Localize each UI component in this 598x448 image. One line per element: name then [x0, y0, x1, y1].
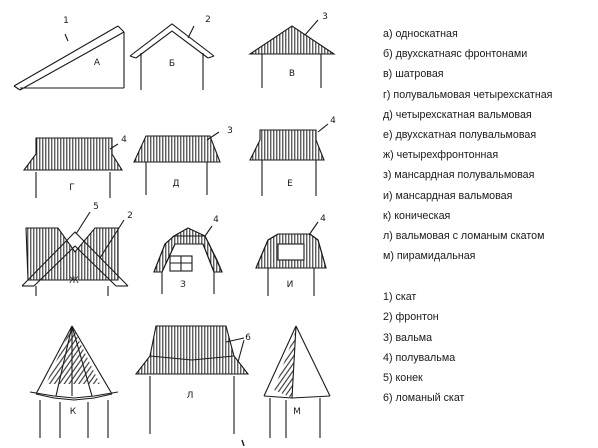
legend-part-3: 3) вальма [383, 331, 433, 344]
legend-type-a: а) односкатная [383, 28, 458, 40]
roof-letter-b: Б [169, 59, 175, 69]
roof-letter-d: Д [172, 179, 179, 189]
callout-z-half-hip: 4 [213, 215, 219, 225]
callout-i-half-hip: 4 [320, 214, 326, 224]
roof-k-conical [29, 325, 119, 438]
roof-letter-a: А [94, 58, 101, 68]
legend-type-g: г) полувальмовая четырехскатная [383, 88, 553, 101]
roof-letter-z: З [180, 280, 186, 290]
callout-zh-ridge: 5 [93, 202, 99, 212]
callout-a-slope: 1 [63, 16, 69, 26]
legend-part-2: 2) фронтон [383, 311, 439, 324]
roof-v-hipped-tent [248, 19, 336, 88]
legend-part-6: 6) ломаный скат [383, 392, 465, 405]
roof-d-hipped-four-slope [133, 131, 221, 195]
legend-type-m: м) пирамидальная [383, 250, 476, 263]
legend-type-zh: ж) четырехфронтонная [383, 149, 499, 162]
roof-letter-i: И [287, 280, 294, 290]
callout-zh-gable-end: 2 [127, 211, 133, 221]
legend-type-k: к) коническая [383, 209, 451, 222]
legend-part-1: 1) скат [383, 291, 417, 304]
legend-type-e: е) двухскатная полувальмовая [383, 128, 537, 141]
legend-type-d: д) четырехскатная вальмовая [383, 108, 532, 121]
callout-g-half-hip: 4 [121, 135, 127, 145]
roof-letter-v: В [289, 69, 295, 79]
roof-g-half-hip-four-slope [22, 137, 123, 198]
roof-b-gable [129, 23, 215, 90]
roof-l-hipped-broken-slope [134, 325, 250, 434]
roof-i-mansard-hipped [255, 221, 327, 296]
roof-letter-e: Е [287, 179, 293, 189]
legend-type-b: б) двухскатнаяс фронтонами [383, 48, 528, 61]
roof-zh-four-gable [21, 211, 129, 296]
legend-part-4: 4) полувальма [383, 351, 456, 364]
roof-letter-k: К [70, 407, 77, 417]
legend-part-5: 5) конек [383, 372, 423, 384]
roof-m-pyramidal [263, 325, 331, 438]
roof-letter-zh: Ж [69, 276, 79, 286]
roof-letter-l: Л [187, 391, 194, 401]
legend-spacer [383, 266, 595, 287]
roof-z-mansard-half-hip [153, 225, 223, 294]
roof-letter-m: М [293, 407, 301, 417]
legend-type-i: и) мансардная вальмовая [383, 189, 513, 202]
legend-type-l: л) вальмовая с ломаным скатом [383, 229, 545, 242]
roof-e-gable-half-hip [249, 123, 329, 196]
legend: а) односкатная б) двухскатнаяс фронтонам… [383, 24, 595, 408]
callout-d-hip: 3 [227, 126, 233, 136]
callout-e-half-hip: 4 [330, 116, 336, 126]
legend-type-v: в) шатровая [383, 68, 444, 81]
roof-a-lean-to [13, 25, 125, 91]
callout-v-hip: 3 [322, 12, 328, 22]
callout-l-broken-slope: 6 [245, 333, 251, 343]
legend-type-z: з) мансардная полувальмовая [383, 169, 535, 182]
callout-b-gable-end: 2 [205, 15, 211, 25]
roof-letter-g: Г [69, 183, 75, 193]
